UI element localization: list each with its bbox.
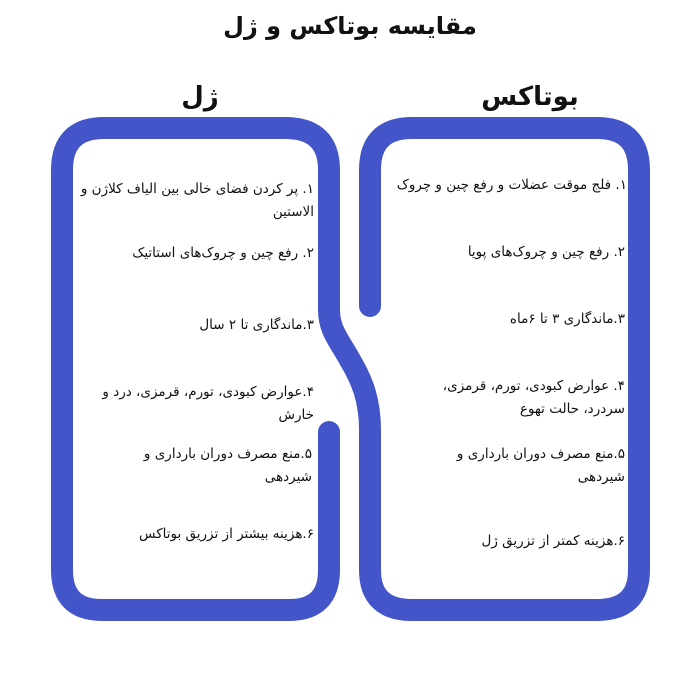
- filler-item-2: ۲. رفع چین و چروک‌های استاتیک: [132, 245, 314, 261]
- page-title: مقایسه بوتاکس و ژل: [223, 12, 477, 40]
- botox-item-5: ۵.منع مصرف دوران بارداری و شیردهی: [456, 446, 625, 485]
- botox-item-6: ۶.هزینه کمتر از تزریق ژل: [481, 533, 625, 549]
- filler-item-6: ۶.هزینه بیشتر از تزریق بوتاکس: [138, 526, 314, 542]
- botox-heading: بوتاکس: [481, 82, 579, 112]
- botox-item-3: ۳.ماندگاری ۳ تا ۶ماه: [509, 311, 625, 327]
- filler-item-1: ۱. پر کردن فضای خالی بین الیاف کلاژن و ا…: [80, 181, 314, 220]
- filler-box-outline: [51, 117, 361, 621]
- filler-item-4: ۴.عوارض کبودی، تورم، قرمزی، درد و خارش: [102, 384, 314, 423]
- filler-heading: ژل: [181, 82, 219, 112]
- botox-item-4: ۴. عوارض کبودی، تورم، قرمزی، سردرد، حالت…: [442, 378, 625, 417]
- botox-box-outline: [339, 117, 650, 621]
- botox-item-2: ۲. رفع چین و چروک‌های پویا: [467, 244, 625, 260]
- filler-item-3: ۳.ماندگاری تا ۲ سال: [199, 317, 314, 333]
- botox-item-1: ۱. فلج موقت عضلات و رفع چین و چروک: [396, 177, 627, 193]
- filler-item-5: ۵.منع مصرف دوران بارداری و شیردهی: [143, 446, 312, 485]
